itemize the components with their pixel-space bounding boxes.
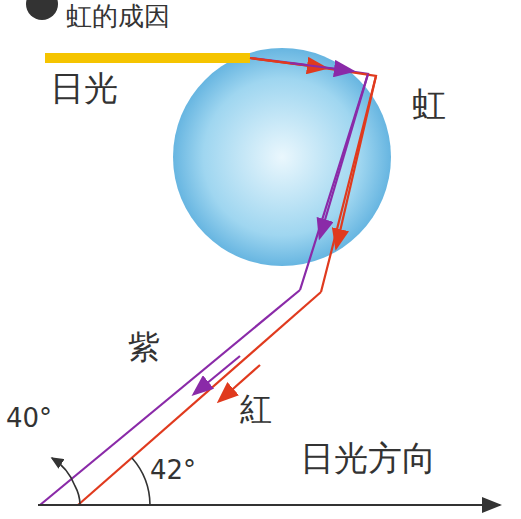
sunlight-label: 日光 [50, 70, 118, 107]
water-droplet [173, 48, 391, 266]
violet-label: 紫 [128, 330, 160, 365]
ray-arrow [290, 63, 345, 70]
red-ray [78, 292, 321, 505]
title-icon [26, 0, 58, 20]
ray-arrow [200, 356, 240, 389]
violet-ray [40, 290, 300, 505]
diagram-title: 虹的成因 [66, 2, 170, 31]
red-ray [250, 58, 376, 292]
ray-arrow [338, 76, 376, 240]
red-label: 紅 [240, 392, 272, 427]
angle-label: 40° [6, 404, 52, 433]
angle-arc [132, 458, 150, 505]
angle-arc [52, 458, 80, 505]
sun-direction-axis [38, 504, 500, 506]
rainbow-label: 虹 [412, 86, 446, 123]
axis-label: 日光方向 [300, 440, 436, 477]
sunlight-beam [45, 53, 250, 63]
angle-label: 42° [150, 456, 196, 485]
